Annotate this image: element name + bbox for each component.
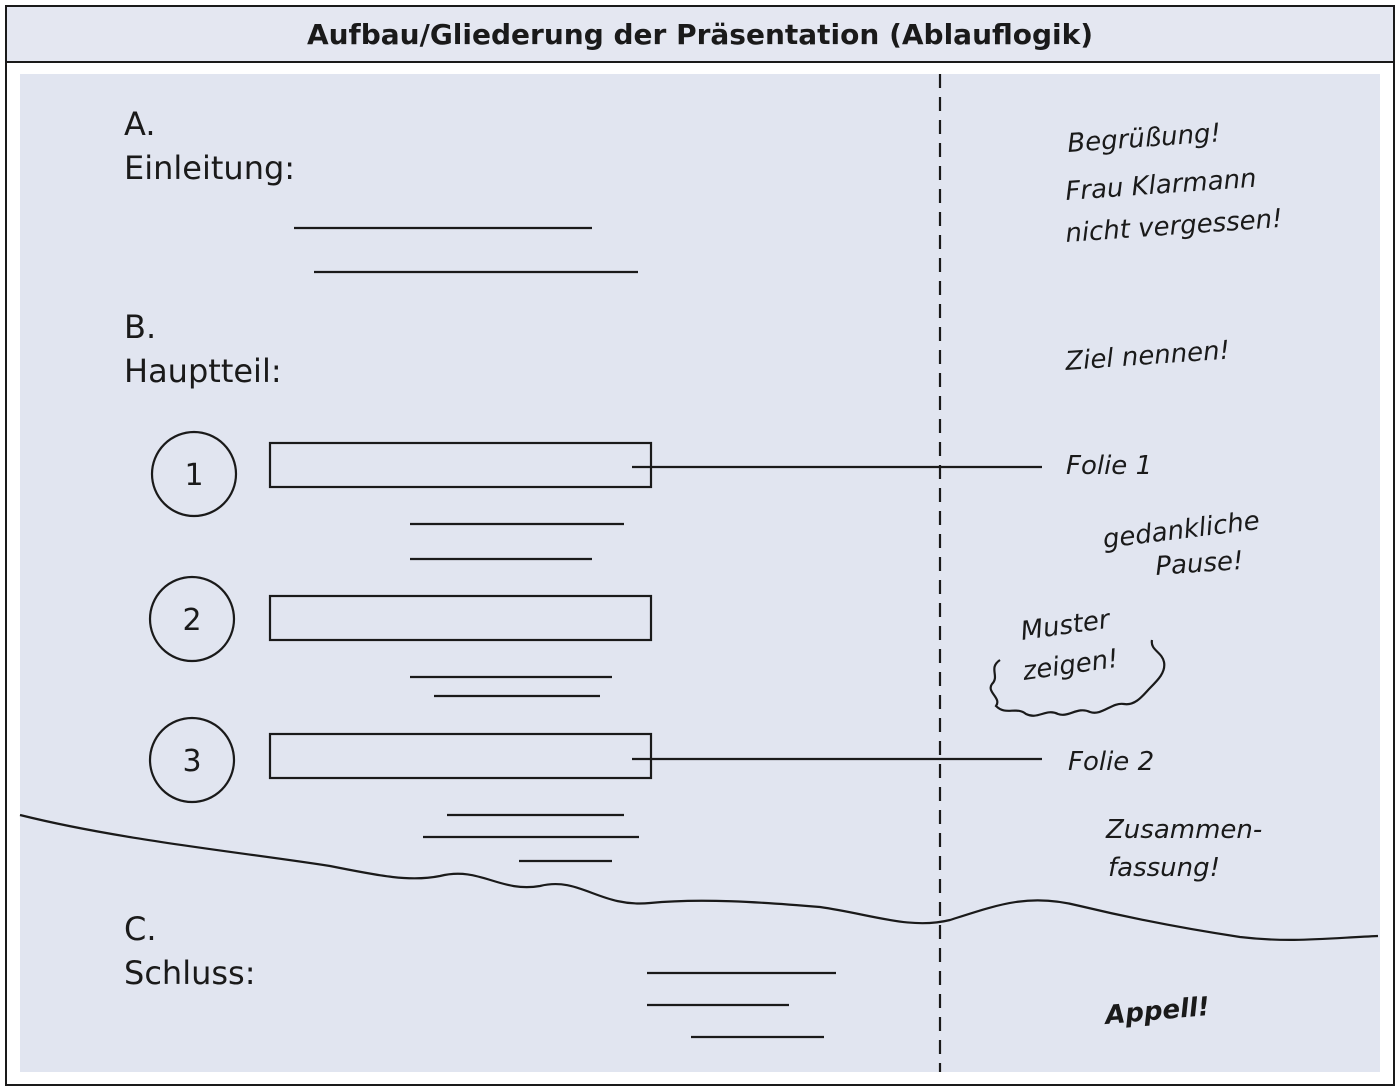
note-zusammen-line1: Zusammen- (1105, 815, 1262, 845)
note-ziel: Ziel nennen! (1063, 336, 1231, 377)
section-b-letter: B. (124, 308, 156, 346)
note-folie-2: Folie 2 (1068, 747, 1154, 777)
point-box-3 (268, 732, 653, 780)
point-box-2 (268, 594, 653, 642)
note-appell: Appell! (1102, 992, 1211, 1031)
section-a-label: Einleitung: (124, 149, 295, 187)
section-c-letter: C. (124, 910, 157, 948)
section-c-label: Schluss: (124, 954, 255, 992)
note-muster-line2: zeigen! (1020, 644, 1121, 687)
content-panel (20, 74, 1380, 1072)
note-klarmann-line2: nicht vergessen! (1064, 204, 1283, 249)
point-circle-3 (148, 716, 236, 804)
title-bar: Aufbau/Gliederung der Präsentation (Abla… (7, 7, 1393, 63)
note-zusammen-line2: fassung! (1108, 853, 1220, 883)
point-number-2: 2 (182, 603, 201, 638)
note-klarmann-line1: Frau Klarmann (1064, 164, 1257, 207)
section-a-letter: A. (124, 105, 156, 143)
wavy-divider (19, 813, 1379, 941)
point-box-1 (268, 441, 653, 489)
point-number-1: 1 (184, 458, 203, 493)
note-pause-line2: Pause! (1154, 546, 1244, 582)
muster-bubble-outline (989, 639, 1166, 717)
note-folie-1: Folie 1 (1066, 451, 1152, 481)
point-circle-2 (148, 575, 236, 663)
section-b-label: Hauptteil: (124, 352, 282, 390)
diagram-title: Aufbau/Gliederung der Präsentation (Abla… (306, 17, 1094, 51)
note-muster-line1: Muster (1019, 604, 1114, 646)
point-circle-1 (150, 430, 238, 518)
point-number-3: 3 (182, 744, 201, 779)
note-begruessung: Begrüßung! (1066, 118, 1221, 159)
